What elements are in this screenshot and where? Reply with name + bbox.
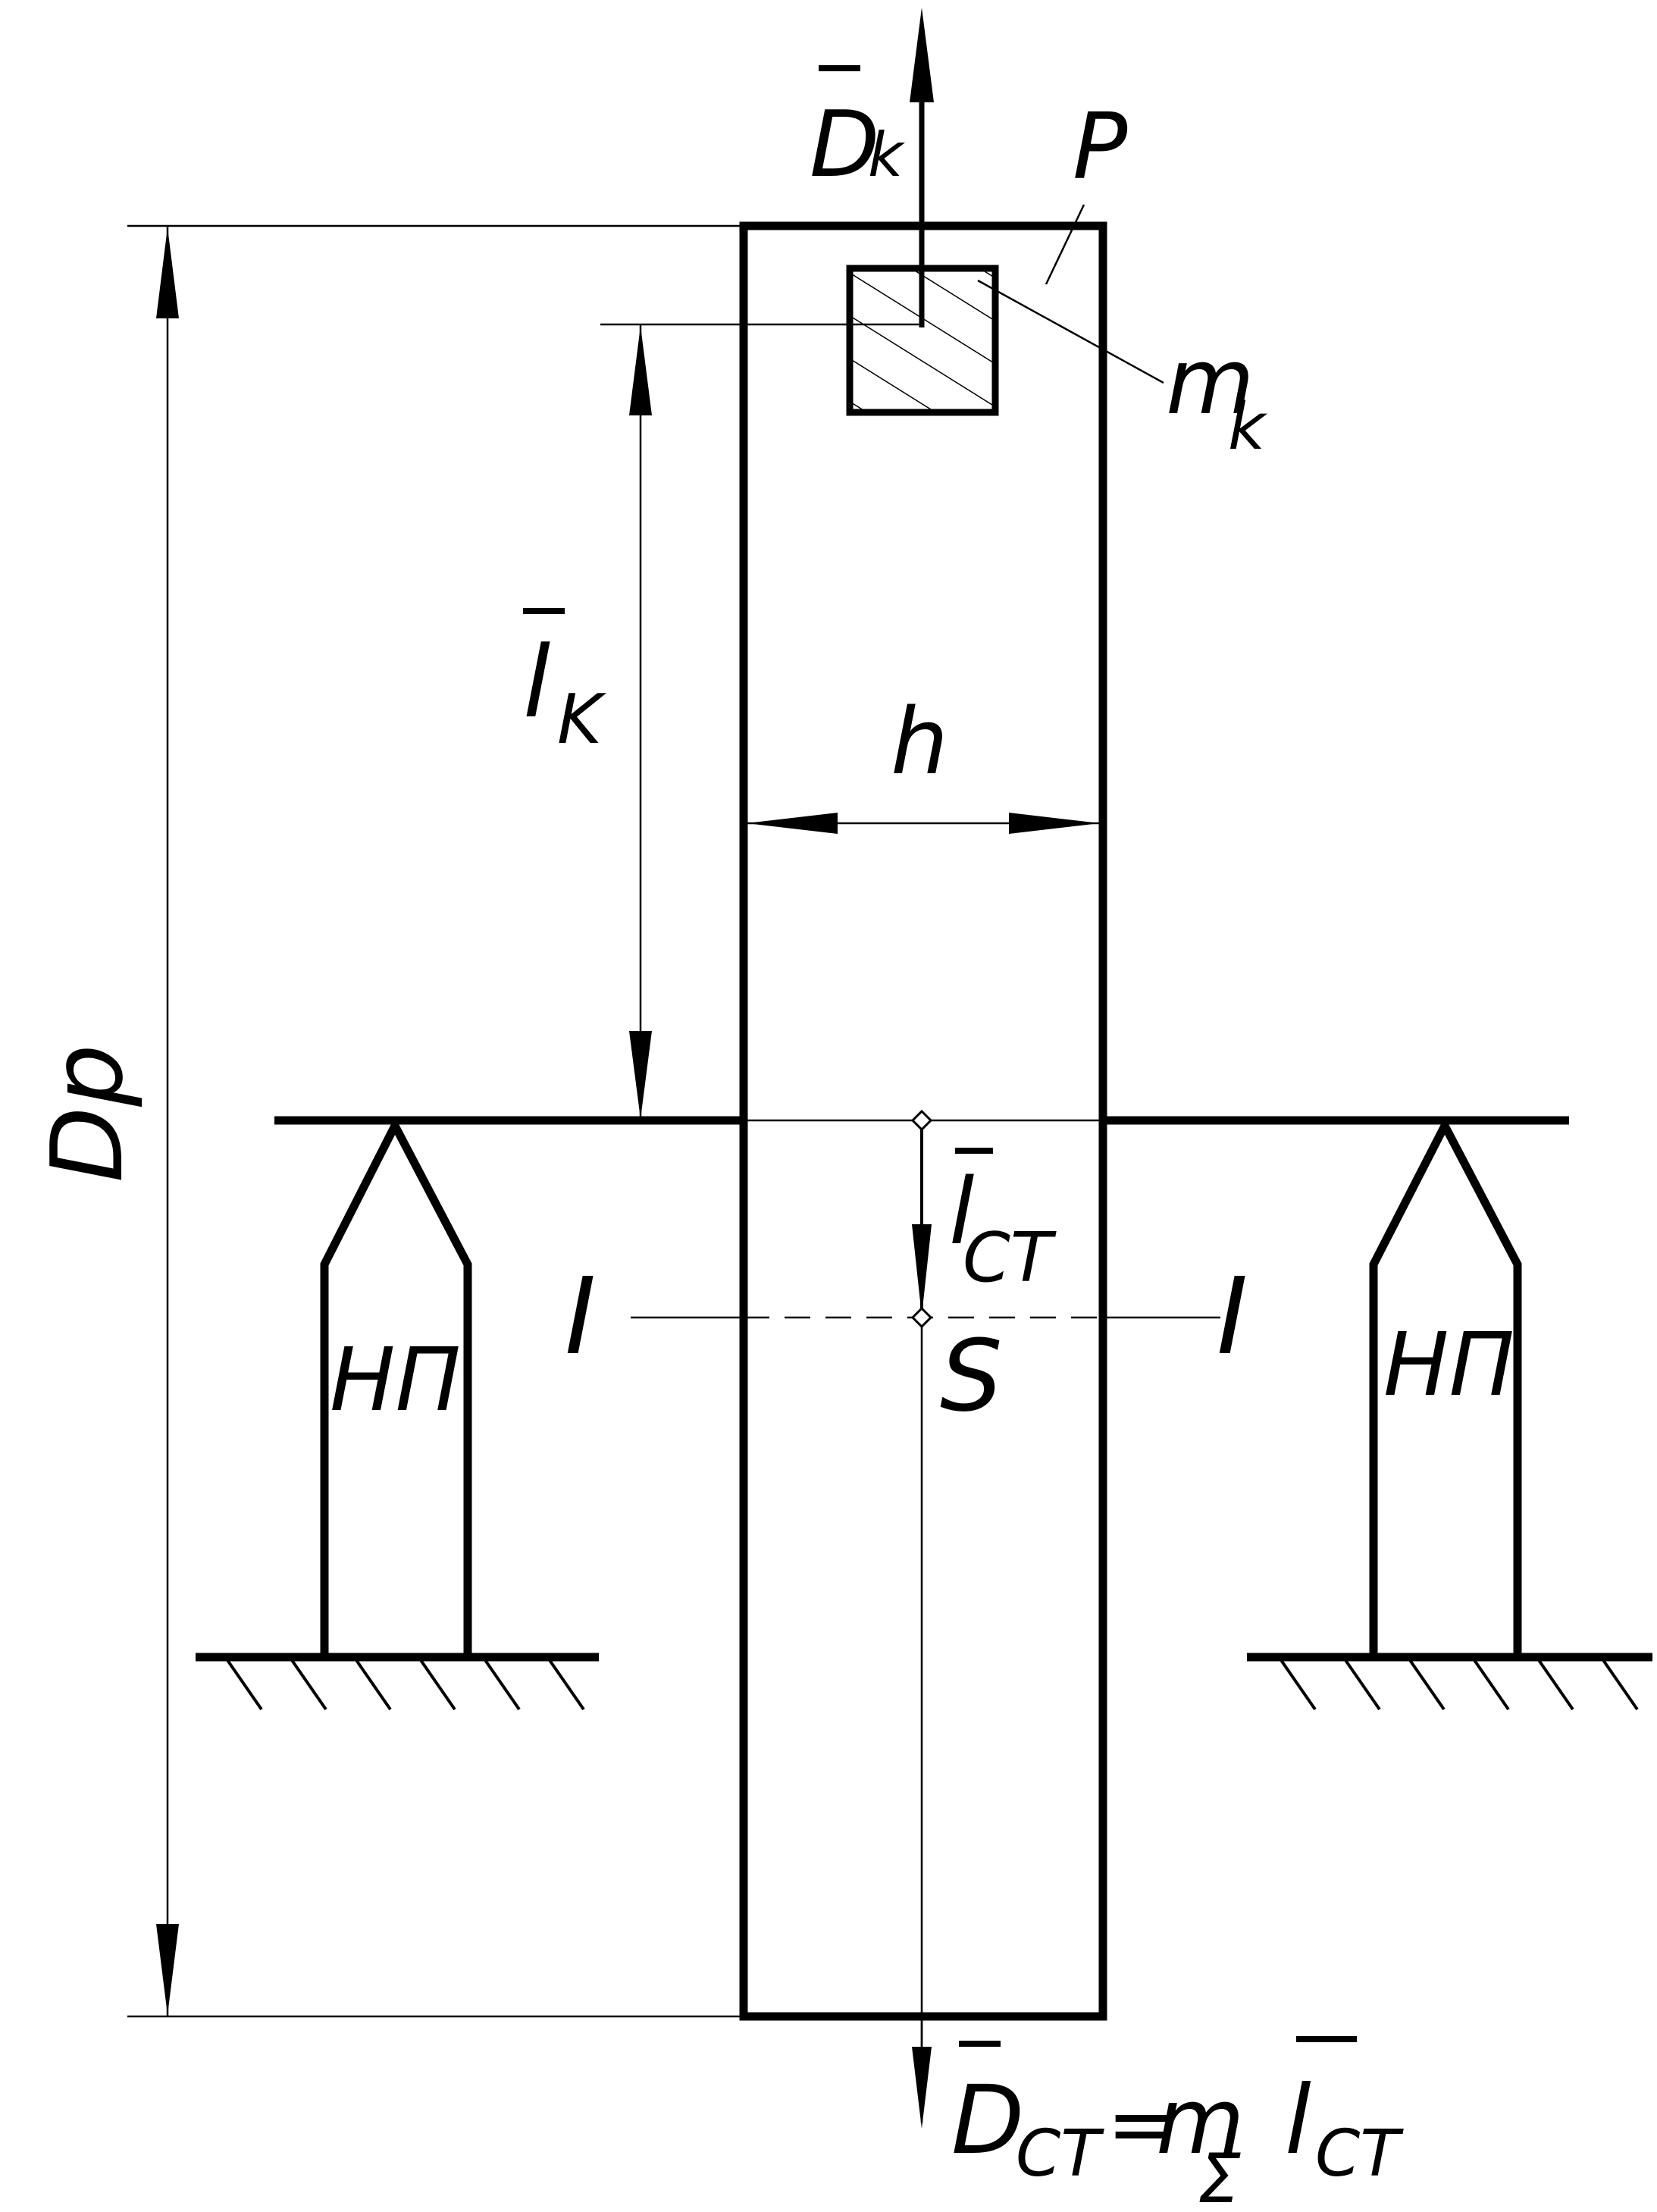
width-dimension [747, 813, 1100, 834]
support-left-label: НП [330, 1330, 461, 1431]
static-eccentricity-label: l [949, 1160, 974, 1265]
diameter-label: Dp [30, 1044, 145, 1183]
imbalance-vector-subscript: k [868, 120, 905, 190]
imbalance-vector-label: D [810, 92, 879, 198]
axis-label-right: I [1217, 1255, 1248, 1379]
static-imbalance-arrow [912, 2016, 932, 2129]
center-of-mass-label: S [940, 1318, 1003, 1433]
correction-radius-label: l [523, 625, 550, 740]
axis-label-left: I [565, 1255, 596, 1379]
formula-m-subscript: Σ [1198, 2139, 1241, 2212]
correction-radius-dimension [600, 323, 922, 1120]
static-eccentricity-arrow [910, 1109, 933, 1329]
support-right [1247, 1117, 1652, 1711]
formula-equals: = [1107, 2076, 1176, 2173]
formula: D CT = m Σ l CT [951, 2036, 1404, 2212]
formula-m: m [1156, 2069, 1245, 2175]
correction-mass-subscript: k [1228, 390, 1267, 465]
pivot-point-marker [910, 1109, 933, 1132]
static-eccentricity-subscript: CT [963, 1218, 1057, 1298]
rotor-label: P [1073, 95, 1128, 200]
correction-mass-label: m [1166, 330, 1254, 435]
imbalance-vector-arrow [910, 8, 934, 327]
center-of-mass-marker [910, 1306, 933, 1329]
support-right-label: НП [1383, 1314, 1514, 1416]
formula-D: D [951, 2066, 1024, 2176]
correction-radius-subscript: K [557, 680, 606, 760]
formula-l: l [1285, 2066, 1311, 2176]
formula-D-subscript: CT [1016, 2116, 1104, 2192]
support-left [196, 1117, 599, 1711]
width-label: h [891, 690, 948, 795]
rotor-leader-line [1045, 204, 1085, 285]
diameter-dimension [127, 224, 744, 2018]
mass-leader-line [977, 279, 1164, 384]
formula-l-subscript: CT [1315, 2116, 1404, 2192]
